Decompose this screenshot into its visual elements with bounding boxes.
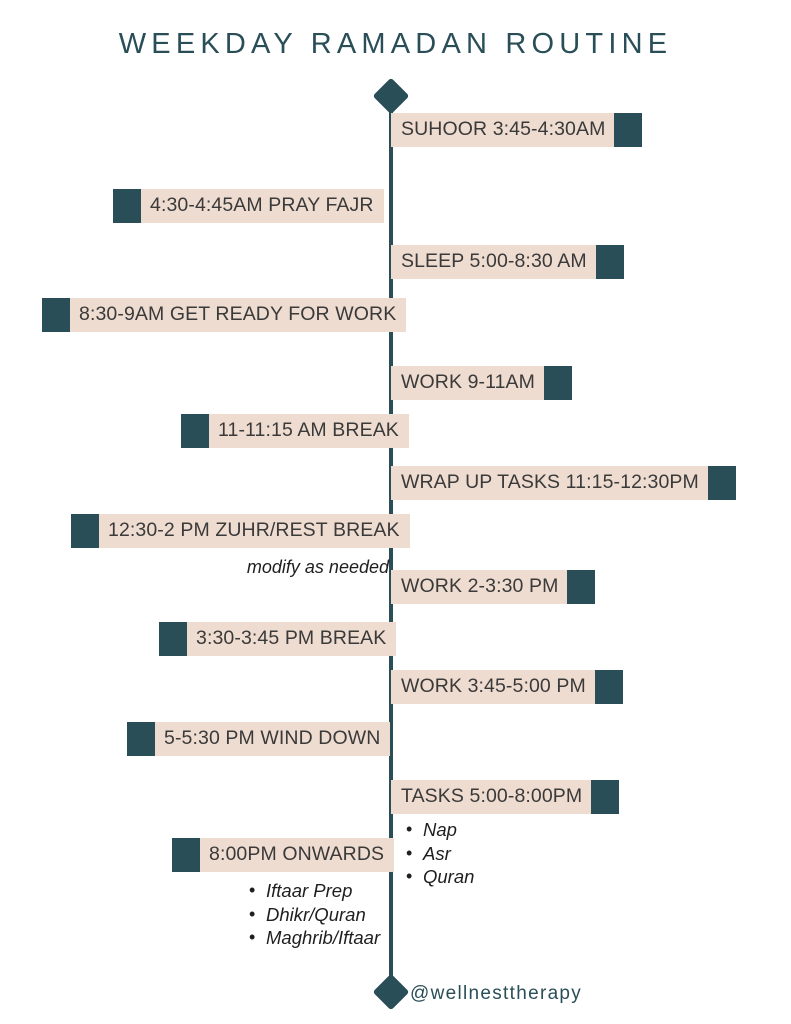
timeline-entry[interactable]: TASKS 5:00-8:00PM bbox=[391, 780, 620, 814]
timeline-entry-cap bbox=[172, 838, 200, 872]
list-item: Iftaar Prep bbox=[249, 879, 380, 903]
timeline-entry-label: TASKS 5:00-8:00PM bbox=[401, 785, 583, 808]
timeline-entry-label: WRAP UP TASKS 11:15-12:30PM bbox=[401, 471, 699, 494]
list-item: Maghrib/Iftaar bbox=[249, 926, 380, 950]
timeline-entry[interactable]: 4:30-4:45AM PRAY FAJR bbox=[113, 189, 384, 223]
timeline-entry-label: WORK 3:45-5:00 PM bbox=[401, 675, 586, 698]
timeline-entry-bar: 12:30-2 PM ZUHR/REST BREAK bbox=[99, 514, 410, 548]
timeline-entry[interactable]: SUHOOR 3:45-4:30AM bbox=[391, 113, 643, 147]
timeline-entry-cap bbox=[181, 414, 209, 448]
timeline-entry[interactable]: WRAP UP TASKS 11:15-12:30PM bbox=[391, 466, 736, 500]
timeline-entry-bar: 5-5:30 PM WIND DOWN bbox=[155, 722, 391, 756]
timeline-entry[interactable]: 8:00PM ONWARDS bbox=[172, 838, 395, 872]
modify-as-needed-note: modify as needed bbox=[246, 557, 389, 577]
timeline-entry[interactable]: SLEEP 5:00-8:30 AM bbox=[391, 245, 624, 279]
timeline-entry-label: 3:30-3:45 PM BREAK bbox=[196, 627, 387, 650]
timeline-entry[interactable]: WORK 2-3:30 PM bbox=[391, 570, 596, 604]
evening-bullet-list: Iftaar Prep Dhikr/Quran Maghrib/Iftaar bbox=[249, 879, 380, 950]
timeline-entry-bar: 11-11:15 AM BREAK bbox=[209, 414, 409, 448]
social-handle: @wellnesttherapy bbox=[410, 983, 583, 1004]
timeline-entry-bar: 3:30-3:45 PM BREAK bbox=[187, 622, 397, 656]
timeline-entry[interactable]: 8:30-9AM GET READY FOR WORK bbox=[42, 298, 407, 332]
timeline-entry-cap bbox=[544, 366, 573, 400]
tasks-bullet-list: Nap Asr Quran bbox=[406, 818, 474, 889]
timeline-entry[interactable]: WORK 9-11AM bbox=[391, 366, 573, 400]
timeline-entry-bar: WORK 9-11AM bbox=[391, 366, 545, 400]
timeline-entry-cap bbox=[127, 722, 155, 756]
list-item: Quran bbox=[406, 865, 474, 889]
timeline-entry[interactable]: WORK 3:45-5:00 PM bbox=[391, 670, 623, 704]
timeline-entry-cap bbox=[707, 466, 736, 500]
timeline-entry-label: WORK 2-3:30 PM bbox=[401, 575, 559, 598]
timeline-entry-bar: WORK 3:45-5:00 PM bbox=[391, 670, 595, 704]
list-item: Asr bbox=[406, 842, 474, 866]
timeline-entry-cap bbox=[113, 189, 141, 223]
timeline-entry-label: 12:30-2 PM ZUHR/REST BREAK bbox=[108, 519, 400, 542]
list-item: Nap bbox=[406, 818, 474, 842]
timeline-top-diamond-icon bbox=[372, 77, 410, 115]
timeline-entry-cap bbox=[42, 298, 70, 332]
timeline-entry-cap bbox=[591, 780, 620, 814]
timeline-entry-cap bbox=[71, 514, 99, 548]
timeline-entry[interactable]: 3:30-3:45 PM BREAK bbox=[159, 622, 397, 656]
timeline-entry-bar: WORK 2-3:30 PM bbox=[391, 570, 568, 604]
timeline-entry-bar: SUHOOR 3:45-4:30AM bbox=[391, 113, 615, 147]
timeline-entry-cap bbox=[595, 245, 624, 279]
timeline-entry-bar: SLEEP 5:00-8:30 AM bbox=[391, 245, 596, 279]
timeline-entry-label: 11-11:15 AM BREAK bbox=[218, 419, 399, 442]
timeline-entry-cap bbox=[594, 670, 623, 704]
timeline-entry-bar: 4:30-4:45AM PRAY FAJR bbox=[141, 189, 384, 223]
timeline-entry-label: 5-5:30 PM WIND DOWN bbox=[164, 727, 381, 750]
timeline-entry-bar: 8:00PM ONWARDS bbox=[200, 838, 395, 872]
timeline-entry-cap bbox=[567, 570, 596, 604]
timeline-entry[interactable]: 11-11:15 AM BREAK bbox=[181, 414, 409, 448]
timeline-entry-label: 4:30-4:45AM PRAY FAJR bbox=[150, 194, 374, 217]
timeline-entry-label: 8:30-9AM GET READY FOR WORK bbox=[79, 303, 397, 326]
timeline-entry-label: WORK 9-11AM bbox=[401, 371, 536, 394]
timeline-entry-label: SUHOOR 3:45-4:30AM bbox=[401, 118, 606, 141]
timeline-entry[interactable]: 5-5:30 PM WIND DOWN bbox=[127, 722, 391, 756]
timeline-entry-label: SLEEP 5:00-8:30 AM bbox=[401, 250, 587, 273]
timeline-entry-cap bbox=[614, 113, 643, 147]
timeline-entry-bar: 8:30-9AM GET READY FOR WORK bbox=[70, 298, 407, 332]
page-title: WEEKDAY RAMADAN ROUTINE bbox=[118, 28, 673, 60]
timeline-entry-bar: TASKS 5:00-8:00PM bbox=[391, 780, 592, 814]
timeline-entry-label: 8:00PM ONWARDS bbox=[209, 843, 385, 866]
timeline-entry-bar: WRAP UP TASKS 11:15-12:30PM bbox=[391, 466, 708, 500]
list-item: Dhikr/Quran bbox=[249, 903, 380, 927]
timeline-entry-cap bbox=[159, 622, 187, 656]
timeline-entry[interactable]: 12:30-2 PM ZUHR/REST BREAK bbox=[71, 514, 410, 548]
timeline-bottom-diamond-icon bbox=[372, 973, 410, 1011]
